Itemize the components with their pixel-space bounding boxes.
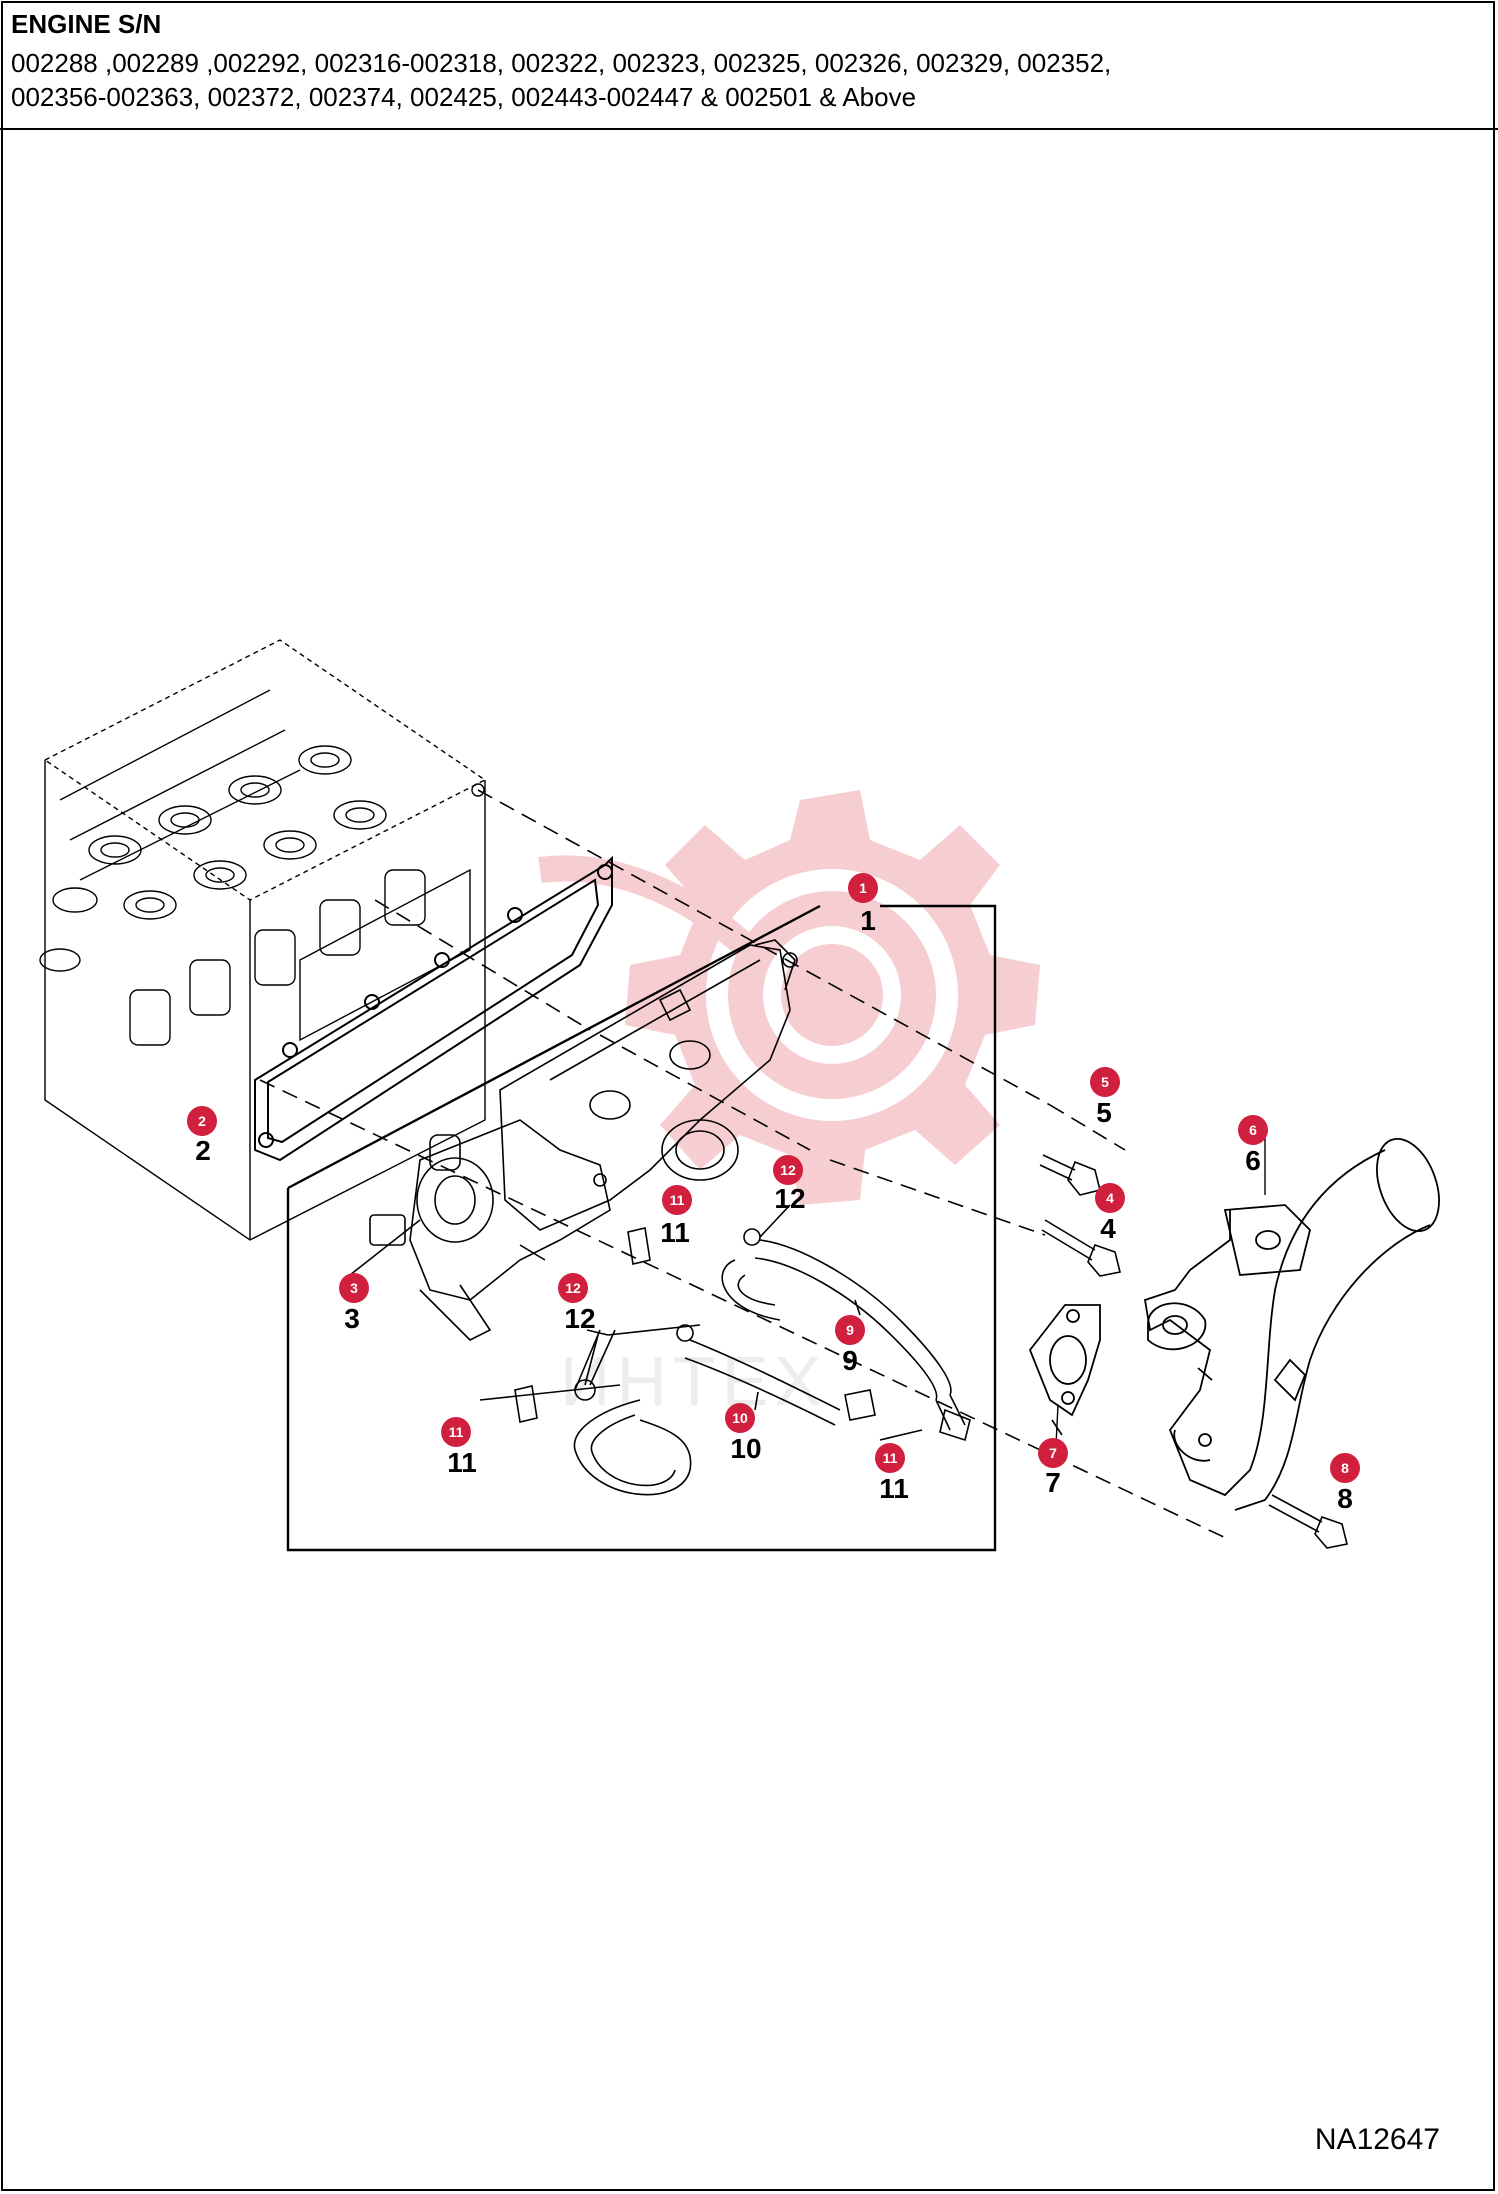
serial-numbers-line-2: 002356-002363, 002372, 002374, 002425, 0… — [11, 82, 917, 112]
callout-number: 5 — [1101, 1074, 1109, 1090]
callout-badge-c4[interactable]: 4 — [1095, 1183, 1125, 1213]
callout-badge-c12b[interactable]: 12 — [558, 1273, 588, 1303]
callout-circle — [1095, 1183, 1125, 1213]
callout-badge-c9[interactable]: 9 — [835, 1315, 865, 1345]
part-number-c6: 6 — [1245, 1145, 1261, 1176]
callout-number: 4 — [1106, 1190, 1114, 1206]
callout-badge-c11b[interactable]: 11 — [441, 1417, 471, 1447]
intake-gasket — [254, 855, 613, 1162]
coolant-hose-10 — [573, 1339, 841, 1496]
egr-valve — [369, 1119, 611, 1341]
part-number-c10: 10 — [730, 1433, 761, 1464]
callout-number: 10 — [732, 1410, 748, 1426]
callout-circle — [339, 1273, 369, 1303]
callout-number: 9 — [846, 1322, 854, 1338]
callout-number: 11 — [670, 1192, 685, 1208]
callout-circle — [835, 1315, 865, 1345]
callout-circle — [187, 1106, 217, 1136]
part-number-c11c: 11 — [879, 1473, 909, 1504]
part-number-c2: 2 — [195, 1135, 211, 1166]
callout-badge-c3[interactable]: 3 — [339, 1273, 369, 1303]
callout-layer: 1122334455667788991010111111111111121212… — [187, 873, 1360, 1514]
callout-number: 3 — [350, 1280, 358, 1296]
bolt-8 — [1268, 1494, 1348, 1549]
callout-number: 1 — [859, 880, 867, 896]
callout-circle — [662, 1185, 692, 1215]
assembly-frame — [286, 904, 997, 1552]
callout-number: 7 — [1049, 1445, 1057, 1461]
callout-badge-c2[interactable]: 2 — [187, 1106, 217, 1136]
part-number-c7: 7 — [1045, 1467, 1061, 1498]
intake-manifold — [499, 939, 798, 1231]
leader-lines — [349, 1204, 1063, 1441]
part-number-c11b: 11 — [447, 1447, 477, 1478]
part-number-c11a: 11 — [660, 1217, 690, 1248]
part-number-c12b: 12 — [564, 1303, 595, 1334]
hose-clamps — [514, 1227, 971, 1442]
part-number-c12a: 12 — [774, 1183, 805, 1214]
badge-leaders — [1055, 1138, 1266, 1446]
callout-number: 12 — [780, 1162, 796, 1178]
header: ENGINE S/N 002288 ,002289 ,002292, 00231… — [0, 0, 1498, 130]
coolant-hose-9 — [721, 1239, 966, 1431]
callout-circle — [1330, 1453, 1360, 1483]
watermark-logo: ИНТЕХ — [538, 790, 1040, 1420]
callout-badge-c6[interactable]: 6 — [1238, 1115, 1268, 1145]
callout-circle — [773, 1155, 803, 1185]
part-number-c4: 4 — [1100, 1213, 1116, 1244]
bolt-4 — [1041, 1219, 1121, 1277]
callout-badge-c12a[interactable]: 12 — [773, 1155, 803, 1185]
flange-gasket — [1028, 1304, 1101, 1417]
callout-number: 6 — [1249, 1122, 1257, 1138]
callout-circle — [875, 1443, 905, 1473]
callout-number: 2 — [198, 1113, 206, 1129]
callout-circle — [1090, 1067, 1120, 1097]
bolt-5 — [1039, 1154, 1101, 1196]
callout-number: 12 — [565, 1280, 581, 1296]
callout-circle — [1238, 1115, 1268, 1145]
callout-badge-c8[interactable]: 8 — [1330, 1453, 1360, 1483]
callout-badge-c11c[interactable]: 11 — [875, 1443, 905, 1473]
part-number-c8: 8 — [1337, 1483, 1353, 1514]
callout-number: 8 — [1341, 1460, 1349, 1476]
part-number-c1: 1 — [860, 905, 876, 936]
serial-numbers-line-1: 002288 ,002289 ,002292, 002316-002318, 0… — [11, 48, 1112, 78]
callout-badge-c1[interactable]: 1 — [848, 873, 878, 903]
part-number-c3: 3 — [344, 1303, 360, 1334]
part-number-c5: 5 — [1096, 1097, 1112, 1128]
outlet-elbow — [1143, 1137, 1440, 1511]
callout-circle — [441, 1417, 471, 1447]
figure-code: NA12647 — [1314, 2123, 1440, 2156]
callout-circle — [725, 1403, 755, 1433]
callout-number: 11 — [883, 1450, 898, 1466]
part-number-c9: 9 — [842, 1345, 858, 1376]
callout-badge-c7[interactable]: 7 — [1038, 1438, 1068, 1468]
cylinder-head — [39, 639, 487, 1241]
watermark-text: ИНТЕХ — [560, 1342, 827, 1420]
callout-badge-c11a[interactable]: 11 — [662, 1185, 692, 1215]
callout-badge-c5[interactable]: 5 — [1090, 1067, 1120, 1097]
callout-number: 11 — [449, 1424, 464, 1440]
callout-circle — [1038, 1438, 1068, 1468]
callout-badge-c10[interactable]: 10 — [725, 1403, 755, 1433]
callout-circle — [848, 873, 878, 903]
callout-circle — [558, 1273, 588, 1303]
header-title: ENGINE S/N — [11, 9, 162, 39]
